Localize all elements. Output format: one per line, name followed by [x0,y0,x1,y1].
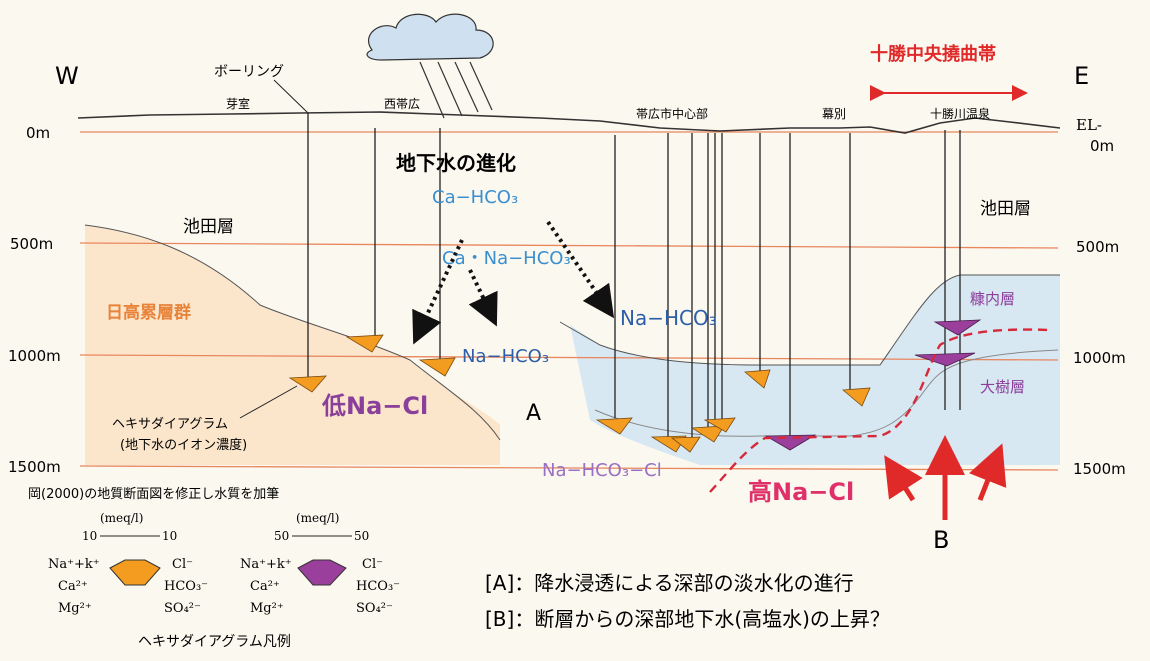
makubetsu-label: 幕別 [822,107,846,121]
high-nacl-label: 高Na−Cl [748,478,854,506]
legend-scale-right-purple: 50 [354,529,369,543]
basin-floor [594,349,1059,437]
hexagram-note-line [239,385,298,419]
evolution-title: 地下水の進化 [396,151,516,175]
marker-a: A [526,401,541,426]
ikeda-hidaka-boundary [84,224,501,441]
elev-0m-left: 0m [26,124,50,142]
legend-anion-2: HCO₃⁻ [164,579,208,594]
low-nacl-label: 低Na−Cl [321,392,428,420]
elev-1500m-right: 1500m [1073,460,1126,478]
elev-1500m-left: 1500m [8,458,61,476]
ground-surface [77,111,1061,134]
legend-anion-3-purple: SO₄²⁻ [356,601,393,616]
tokachigawa-onsen-label: 十勝川温泉 [930,106,990,121]
boring-label: ボーリング [214,64,284,80]
legend-anion-1: Cl⁻ [172,557,193,572]
legend-scale-right-orange: 10 [162,529,177,543]
source-note: 岡(2000)の地質断面図を修正し水質を加筆 [28,487,279,502]
legend-unit-purple: (meq/l) [296,511,339,525]
orange-hexagrams [288,334,871,453]
evolution-arrows [412,220,615,345]
obihiro-center-label: 帯広市中心部 [636,106,708,121]
note-a: [A]：降水浸透による深部の淡水化の進行 [485,571,854,595]
boring-callout-line [273,79,309,114]
taiki-label: 大樹層 [980,378,1025,396]
legend-anion-2-purple: HCO₃⁻ [356,579,400,594]
legend-anion-3: SO₄²⁻ [164,601,201,616]
hidaka-region [85,225,500,465]
legend-hexagon-purple [297,559,347,586]
east-label: E [1074,62,1089,90]
west-label: W [55,62,79,90]
legend-cation-2-purple: Ca²⁺ [250,579,280,594]
hexagram-legend: (meq/l) 10 10 Na⁺+k⁺ Ca²⁺ Mg²⁺ Cl⁻ HCO₃⁻… [48,511,400,650]
legend-scale-left-orange: 10 [82,529,97,543]
elev-1000m-right: 1000m [1073,349,1126,367]
b-upward-arrows [884,435,1007,520]
legend-cation-3: Mg²⁺ [58,601,92,616]
cloud-icon [366,13,494,61]
na-hco3-cl-label: Na−HCO₃−Cl [542,460,662,481]
legend-unit-orange: (meq/l) [100,511,143,525]
elev-el-label: EL- [1076,116,1102,134]
legend-anion-1-purple: Cl⁻ [362,557,383,572]
nishiobihiro-label: 西帯広 [384,97,420,111]
deep-saline-dashed-line [709,328,1051,493]
legend-cation-3-purple: Mg²⁺ [250,601,284,616]
legend-title: ヘキサダイアグラム凡例 [138,634,291,650]
elev-0m-right: 0m [1090,137,1114,155]
legend-cation-1-purple: Na⁺+k⁺ [240,557,292,572]
nukanai-label: 糠内層 [970,290,1015,308]
note-b: [B]：断層からの深部地下水(高塩水)の上昇？ [485,607,890,631]
hidaka-label: 日高累層群 [106,302,191,323]
hexagram-note-line2: (地下水のイオン濃度) [120,437,247,453]
memuro-label: 芽室 [226,96,250,111]
flexure-zone-label: 十勝中央撓曲帯 [870,43,996,65]
legend-cation-1: Na⁺+k⁺ [48,557,100,572]
elev-500m-left: 500m [10,235,53,253]
na-hco3-right-label: Na−HCO₃ [620,306,717,330]
elev-500m-right: 500m [1076,238,1119,256]
ikeda-left-label: 池田層 [183,217,234,237]
elev-1000m-left: 1000m [8,347,61,365]
ca-hco3-label: Ca−HCO₃ [432,187,518,208]
ikeda-right-label: 池田層 [980,199,1031,219]
na-hco3-mid-label: Na−HCO₃ [462,346,549,367]
marker-b: B [933,526,949,554]
legend-hexagon-orange [109,559,161,586]
hexagram-note-line1: ヘキサダイアグラム [112,417,228,432]
legend-cation-2: Ca²⁺ [58,579,88,594]
ca-na-hco3-label: Ca・Na−HCO₃ [442,248,571,269]
rain-lines [419,61,493,119]
legend-scale-left-purple: 50 [274,529,289,543]
